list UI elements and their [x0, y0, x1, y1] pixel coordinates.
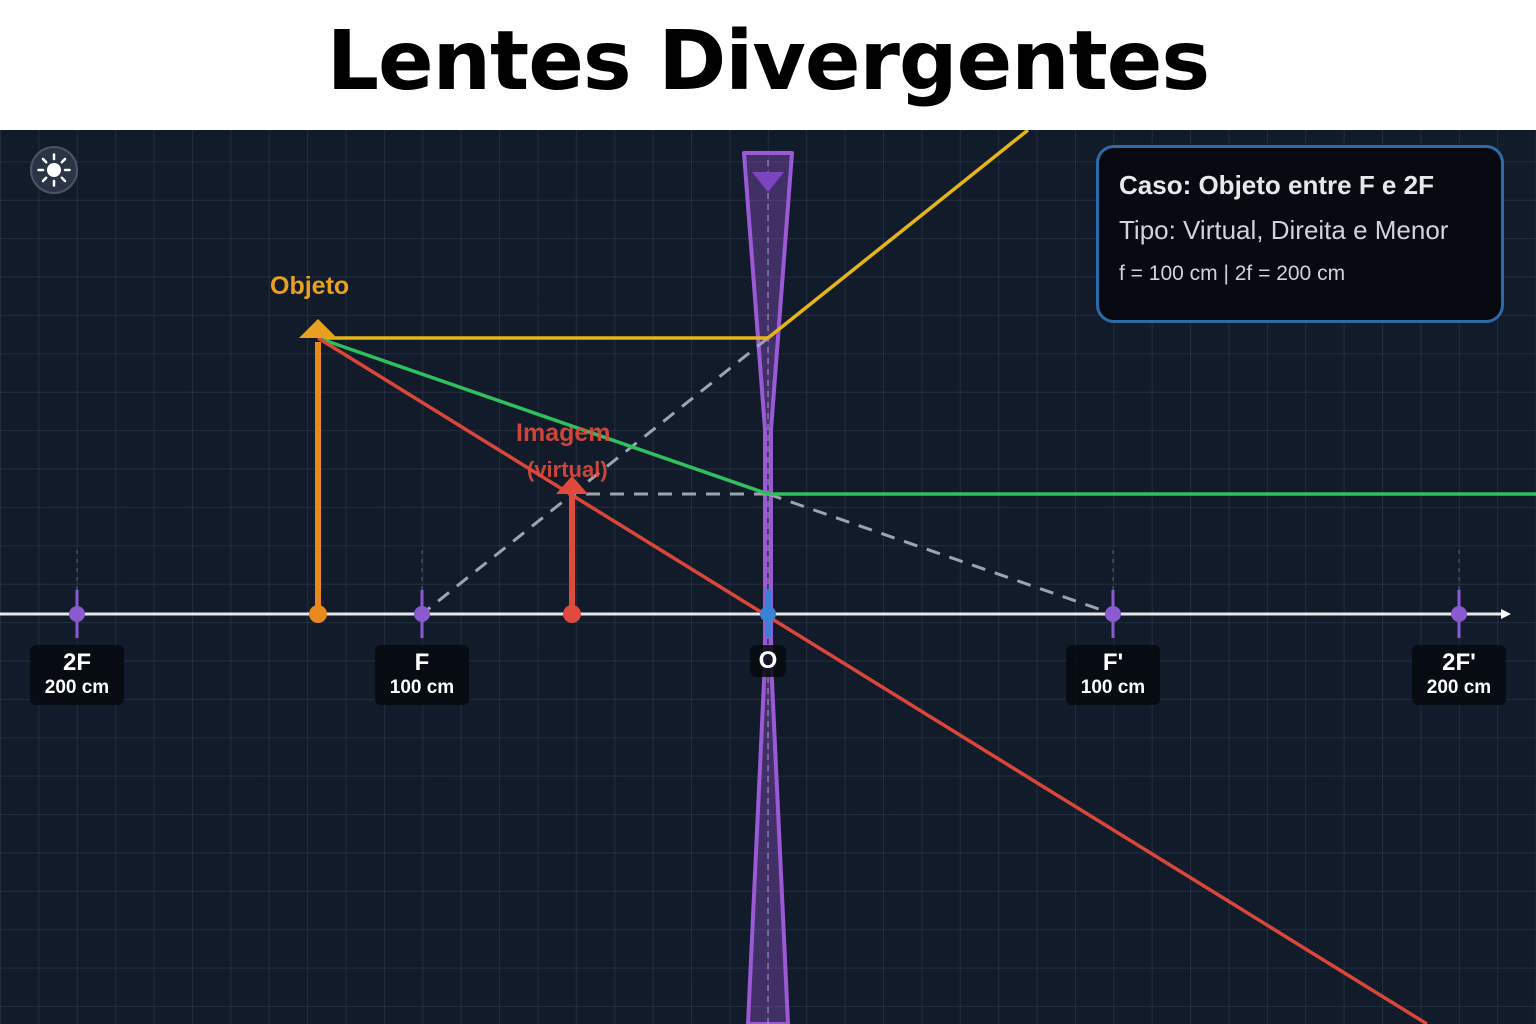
label-2f: 2F 200 cm [30, 645, 124, 705]
label-origin: O [750, 645, 786, 677]
focal-guides [76, 550, 1460, 614]
info-case: Caso: Objeto entre F e 2F [1119, 170, 1434, 200]
marker-origin [760, 590, 776, 638]
marker-2f-prime [1451, 590, 1467, 638]
ray-diagram [0, 130, 1536, 1024]
image-arrow[interactable] [556, 476, 588, 623]
focal-markers [69, 590, 1467, 638]
sun-icon [37, 153, 71, 187]
image-base [563, 605, 581, 623]
rays [317, 130, 1536, 1024]
theme-toggle-button[interactable] [30, 146, 78, 194]
title-bar: Lentes Divergentes [0, 0, 1536, 130]
info-focal: f = 100 cm | 2f = 200 cm [1119, 262, 1346, 285]
lens-body [742, 151, 794, 1024]
object-arrowhead [299, 319, 337, 338]
extension-to-f-prime [767, 492, 1114, 616]
info-panel: Caso: Objeto entre F e 2F Tipo: Virtual,… [1096, 145, 1504, 323]
label-2f-prime: 2F' 200 cm [1412, 645, 1506, 705]
virtual-extensions [421, 336, 1114, 616]
diverging-lens[interactable] [742, 151, 794, 1024]
extension-parallel [421, 336, 769, 616]
ray-parallel [318, 130, 1030, 340]
page-title: Lentes Divergentes [326, 14, 1210, 109]
object-label: Objeto [270, 272, 350, 300]
image-arrowhead [556, 476, 588, 494]
lens-arrow-top-icon [752, 172, 784, 192]
marker-2f [69, 590, 85, 638]
image-label: Imagem [516, 419, 611, 447]
object-base [309, 605, 327, 623]
marker-f [414, 590, 430, 638]
image-sublabel: (virtual) [527, 457, 608, 482]
object-arrow[interactable] [299, 319, 337, 623]
ray-center [317, 336, 1428, 1024]
label-f: F 100 cm [375, 645, 469, 705]
marker-f-prime [1105, 590, 1121, 638]
ray-focal [317, 336, 1536, 496]
label-f-prime: F' 100 cm [1066, 645, 1160, 705]
info-type: Tipo: Virtual, Direita e Menor [1119, 215, 1449, 245]
diagram-canvas[interactable]: Caso: Objeto entre F e 2F Tipo: Virtual,… [0, 130, 1536, 1024]
